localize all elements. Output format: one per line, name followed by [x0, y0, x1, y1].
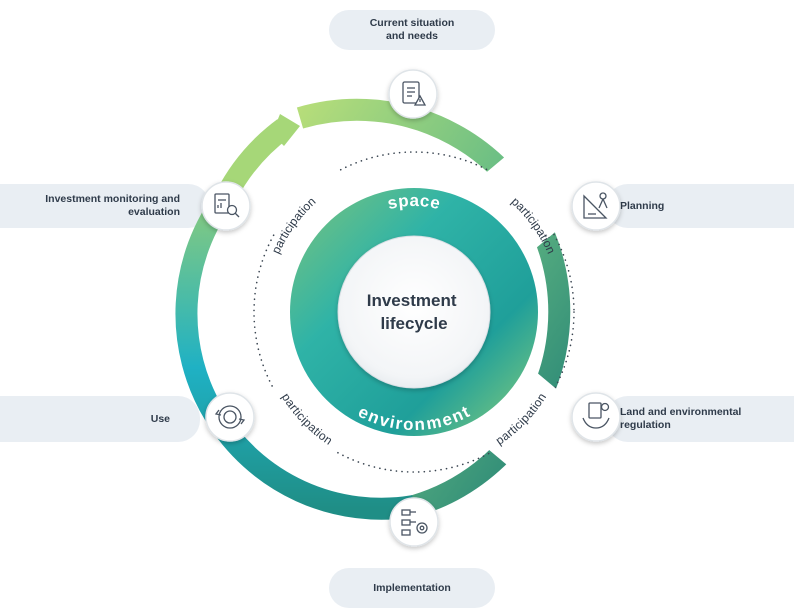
- stage-label-planning: Planning: [606, 184, 794, 228]
- node-current-situation: [388, 69, 438, 119]
- node-implementation: [389, 497, 439, 547]
- stage-current-text: Current situation and needs: [369, 17, 455, 42]
- svg-text:space: space: [386, 191, 442, 213]
- center-title-line1: Investment: [367, 291, 457, 310]
- report-magnifier-icon: [214, 193, 240, 218]
- stage-implementation-text: Implementation: [373, 581, 451, 594]
- checklist-warning-icon: [402, 81, 427, 106]
- ruler-compass-icon: [583, 192, 608, 219]
- stage-label-current-situation: Current situation and needs: [329, 10, 495, 50]
- stage-planning-text: Planning: [620, 199, 665, 212]
- stage-label-implementation: Implementation: [329, 568, 495, 608]
- center-disc: [337, 235, 491, 389]
- hand-document-icon: [582, 402, 610, 429]
- node-investment-monitoring: [201, 181, 251, 231]
- cycle-arrowhead: [272, 114, 300, 146]
- flowchart-gear-icon: [401, 509, 428, 536]
- stage-monitoring-text: Investment monitoring and evaluation: [45, 193, 180, 218]
- stage-label-land-regulation: Land and environmental regulation: [606, 396, 794, 442]
- svg-text:Investment lifecycle: Investment lifecycle: [367, 291, 461, 333]
- stage-label-investment-monitoring: Investment monitoring and evaluation: [0, 184, 210, 228]
- node-land-regulation: [571, 392, 621, 442]
- node-use: [205, 392, 255, 442]
- node-planning: [571, 181, 621, 231]
- stage-use-text: Use: [150, 412, 170, 425]
- circular-arrows-icon: [214, 405, 246, 429]
- center-title-line2: lifecycle: [380, 314, 447, 333]
- stage-regulation-text: Land and environmental regulation: [620, 406, 742, 431]
- participation-dotted-circle: [253, 151, 575, 473]
- stage-label-use: Use: [0, 396, 200, 442]
- ring-label-space: space: [386, 191, 442, 213]
